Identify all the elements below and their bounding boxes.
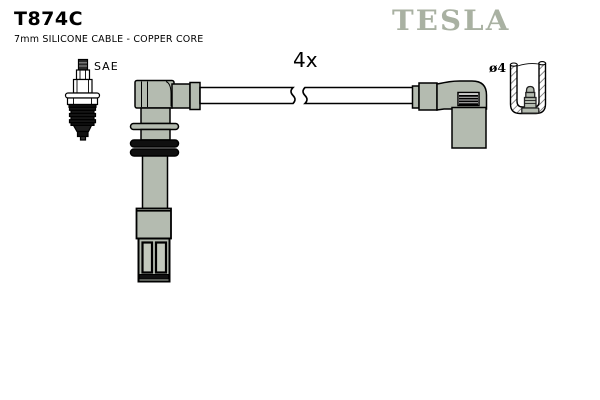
ignition-cable	[199, 86, 414, 105]
spark-plug-icon	[64, 58, 101, 141]
ribbed-block	[457, 91, 480, 107]
left-boot-connector	[129, 79, 201, 283]
product-description: 7mm SILICONE CABLE - COPPER CORE	[14, 34, 204, 45]
tesla-logo: TESLA	[392, 4, 511, 37]
part-number: T874C	[14, 8, 84, 30]
terminal-diameter-label: ø4	[489, 60, 507, 75]
cable-quantity-label: 4x	[293, 48, 318, 72]
terminal-stud	[521, 85, 540, 114]
right-boot-connector	[411, 80, 488, 149]
terminal-cross-section	[509, 61, 547, 115]
sae-standard-label: SAE	[94, 60, 119, 73]
cable-assembly-illustration	[129, 79, 488, 283]
